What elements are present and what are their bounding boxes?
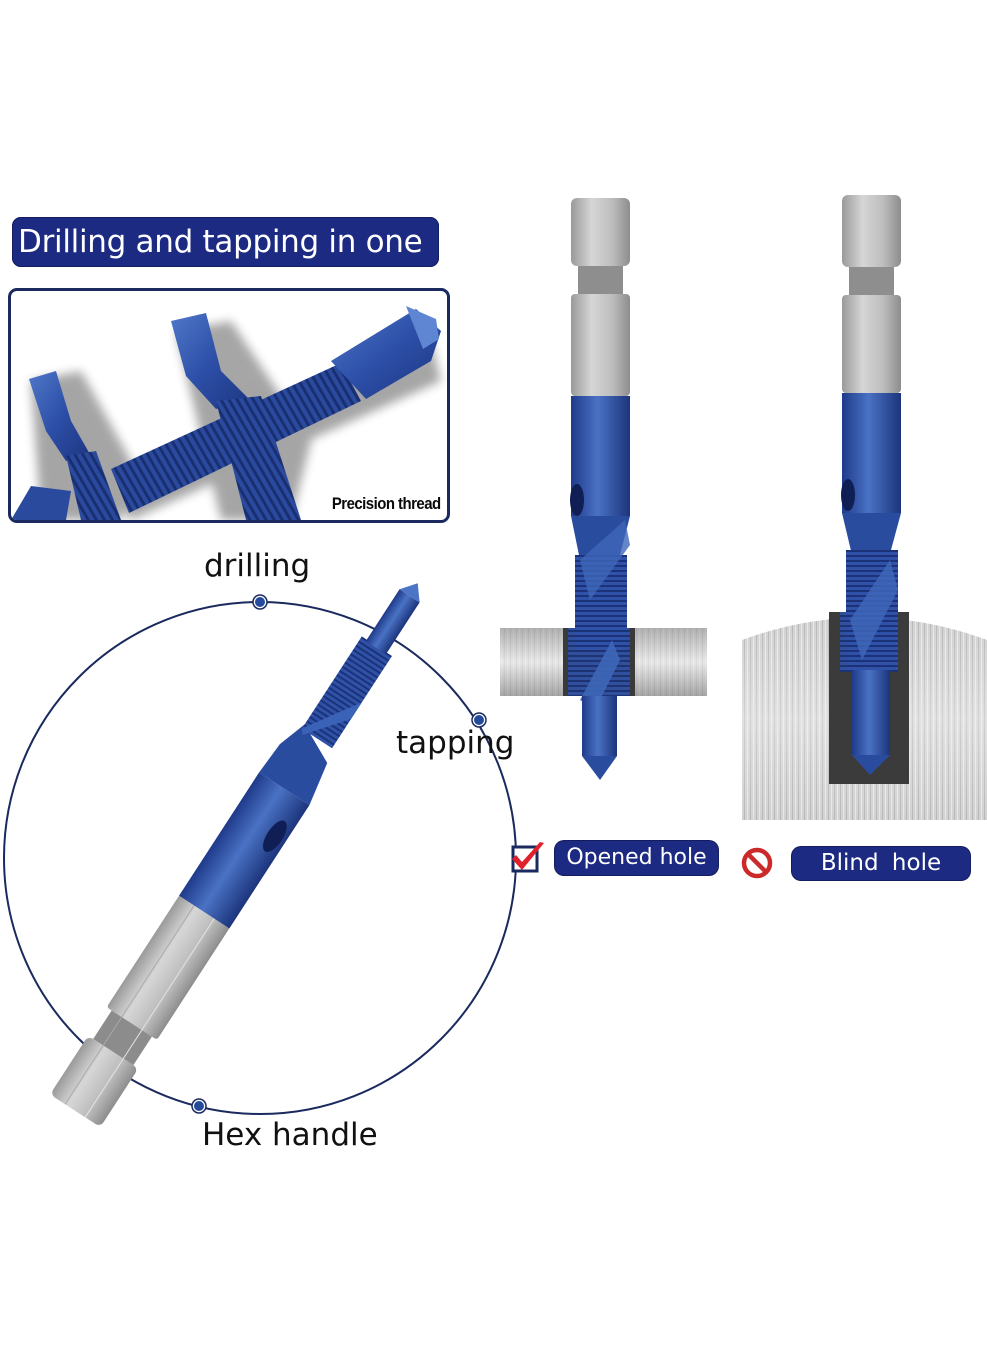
drilling-label: drilling bbox=[204, 548, 311, 584]
blind-hole-badge: Blind hole bbox=[792, 847, 970, 880]
drilling-marker-dot bbox=[252, 594, 268, 610]
tapping-label: tapping bbox=[396, 725, 515, 761]
precision-thread-panel: Precision thread bbox=[8, 288, 450, 523]
title-banner: Drilling and tapping in one bbox=[12, 217, 439, 267]
precision-thread-label: Precision thread bbox=[332, 494, 441, 513]
blind-hole-label: Blind hole bbox=[820, 850, 942, 876]
check-icon bbox=[511, 842, 544, 873]
title-text: Drilling and tapping in one bbox=[18, 224, 423, 260]
blind-hole-illustration bbox=[742, 195, 987, 820]
hex-handle-label: Hex handle bbox=[202, 1117, 378, 1153]
opened-hole-illustration bbox=[500, 198, 707, 780]
opened-hole-label: Opened hole bbox=[566, 845, 707, 870]
prohibited-icon bbox=[741, 847, 773, 879]
threaded-bits-closeup-illustration bbox=[11, 306, 441, 520]
opened-hole-badge: Opened hole bbox=[555, 841, 718, 875]
hex-handle-marker-dot bbox=[191, 1098, 207, 1114]
feature-circle bbox=[3, 601, 517, 1115]
diagonal-drill-tap-bit bbox=[52, 583, 420, 1125]
